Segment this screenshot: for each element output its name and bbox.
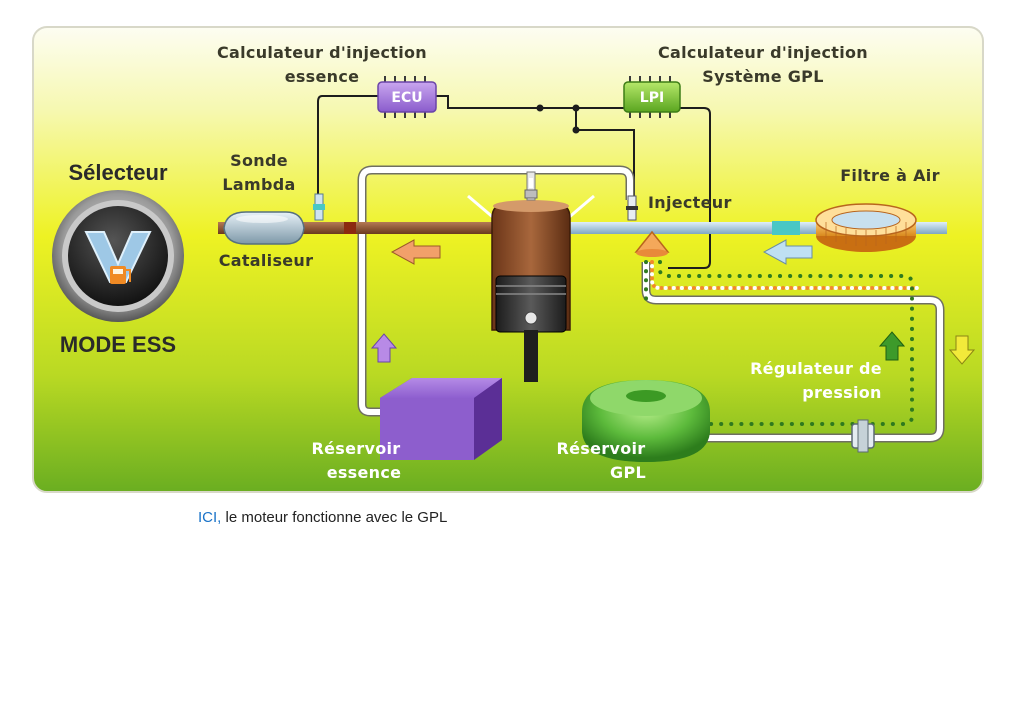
lambda-label-line-1: Sonde	[230, 151, 288, 170]
wire-junction-dot	[536, 104, 544, 112]
lpg-dotted-line-green	[658, 260, 914, 426]
lambda-label-line-2: Lambda	[222, 175, 295, 194]
pressure-regulator	[851, 419, 875, 453]
diagram-caption: ICI, le moteur fonctionne avec le GPL	[198, 509, 447, 526]
lpi-chip: LPI	[623, 76, 681, 118]
petrol-tank-label-line-2: essence	[327, 463, 402, 482]
fuel-pump-icon	[110, 266, 131, 284]
intake-flow-arrow	[762, 239, 813, 265]
catalyst-label: Cataliseur	[219, 251, 314, 270]
caption-highlight: ICI,	[198, 509, 222, 526]
regulator-label-line-1: Régulateur de	[750, 359, 882, 378]
lpg-flow-arrow	[878, 331, 906, 361]
regulator-label-line-2: pression	[802, 383, 882, 402]
lpi-title-line-1: Calculateur d'injection	[658, 43, 868, 62]
ecu-chip: ECU	[377, 76, 437, 118]
lpi-title-line-2: Système GPL	[702, 67, 823, 86]
lpg-tank-label-line-1: Réservoir	[557, 439, 646, 458]
exhaust-flow-arrow	[390, 239, 441, 265]
mode-selector[interactable]	[52, 190, 184, 322]
air-filter	[815, 203, 917, 252]
ecu-chip-label: ECU	[391, 90, 422, 106]
lpi-chip-label: LPI	[640, 90, 664, 106]
injector	[626, 195, 638, 221]
petrol-tank-label-line-1: Réservoir	[312, 439, 401, 458]
piston	[495, 275, 567, 382]
catalytic-converter	[223, 211, 305, 245]
selector-title: Sélecteur	[68, 160, 167, 185]
lpg-distributor	[634, 230, 670, 257]
petrol-flow-arrow	[370, 333, 398, 363]
wire-junction-dot	[572, 104, 580, 112]
spark-plug	[524, 171, 538, 201]
lpg-tank-label-line-2: GPL	[610, 463, 646, 482]
wire-junction-dot	[572, 126, 580, 134]
lpg-tank	[582, 380, 710, 462]
lpg-return-arrow	[948, 335, 976, 365]
ecu-title-line-2: essence	[285, 67, 360, 86]
lpg-dotted-line-orange	[650, 260, 920, 290]
selector-mode-label: MODE ESS	[60, 332, 176, 357]
lambda-sensor	[313, 193, 325, 221]
air-filter-label: Filtre à Air	[840, 166, 940, 185]
caption-text: le moteur fonctionne avec le GPL	[221, 509, 448, 526]
ecu-title-line-1: Calculateur d'injection	[217, 43, 427, 62]
injector-label: Injecteur	[648, 193, 732, 212]
petrol-tank	[380, 378, 502, 460]
lpg-system-diagram: ECU LPI	[32, 26, 984, 493]
